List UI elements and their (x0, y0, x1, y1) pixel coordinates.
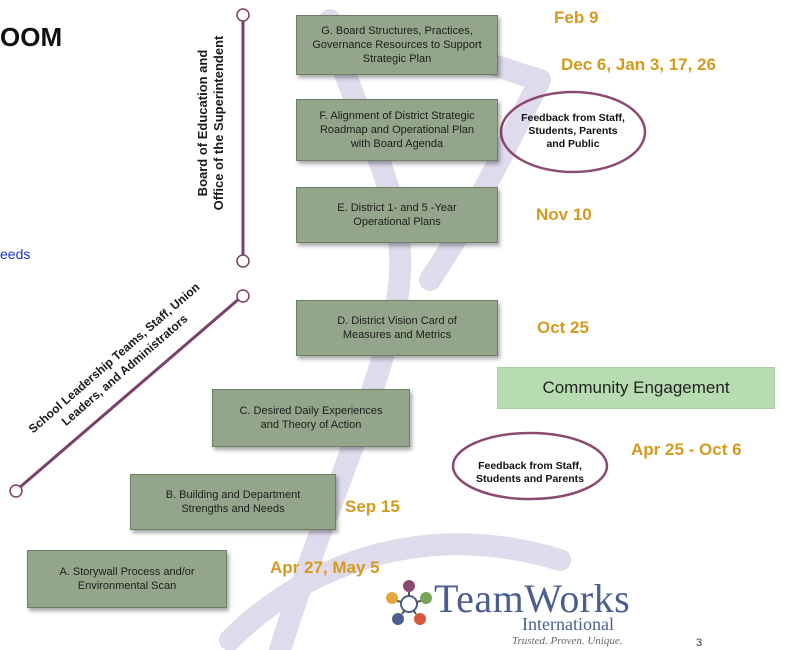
date-e: Nov 10 (536, 205, 592, 224)
feedback-public-ring (499, 90, 647, 174)
logo-subtitle: International (522, 614, 614, 634)
feedback-staff-text: Feedback from Staff, Students and Parent… (476, 460, 584, 485)
date-b: Sep 15 (345, 497, 400, 516)
step-d-box: D. District Vision Card of Measures and … (296, 300, 498, 356)
date-a: Apr 27, May 5 (270, 558, 380, 577)
step-e-box: E. District 1- and 5 -Year Operational P… (296, 187, 498, 243)
date-f: Dec 6, Jan 3, 17, 26 (561, 55, 716, 74)
logo-tagline: Trusted. Proven. Unique. (512, 635, 623, 647)
community-engagement-banner: Community Engagement (497, 367, 775, 409)
step-g-box: G. Board Structures, Practices, Governan… (296, 15, 498, 75)
board-bracket-bottom-node (236, 254, 250, 268)
step-f-box: F. Alignment of District Strategic Roadm… (296, 99, 498, 161)
teamworks-logo-icon (386, 580, 432, 625)
page-number: 3 (696, 637, 703, 649)
date-community: Apr 25 - Oct 6 (631, 440, 742, 459)
date-d: Oct 25 (537, 318, 589, 337)
slide-title-fragment: OOM (0, 22, 63, 52)
step-b-box: B. Building and Department Strengths and… (130, 474, 336, 530)
board-bracket-top-node (236, 8, 250, 22)
board-label: Board of Education and Office of the Sup… (195, 35, 226, 211)
feedback-staff-ring (451, 431, 609, 501)
feedback-public-text: Feedback from Staff, Students, Parents a… (521, 112, 625, 150)
school-bracket-line (18, 296, 241, 490)
school-bracket-bottom-node (9, 484, 23, 498)
step-c-box: C. Desired Daily Experiences and Theory … (212, 389, 410, 447)
date-g: Feb 9 (554, 8, 599, 27)
step-a-box: A. Storywall Process and/or Environmenta… (27, 550, 227, 608)
needs-link-fragment[interactable]: eeds (0, 246, 31, 262)
school-bracket-top-node (236, 289, 250, 303)
logo-wordmark: TeamWorks (434, 576, 631, 621)
